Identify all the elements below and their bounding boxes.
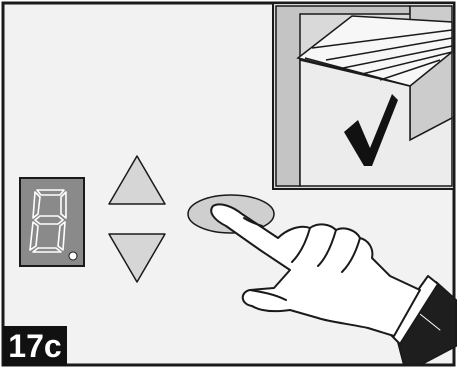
segment-g xyxy=(34,215,64,225)
segment-a xyxy=(36,189,65,196)
segment-c xyxy=(57,221,66,251)
pointing-hand-icon xyxy=(210,203,457,366)
hand xyxy=(210,203,421,337)
garage-door-slats xyxy=(296,15,453,87)
segment-e xyxy=(29,221,39,251)
step-number-badge: 17c xyxy=(3,326,67,366)
garage-door-inset xyxy=(272,2,455,190)
segment-b xyxy=(60,191,67,219)
check-mark-icon xyxy=(344,94,398,166)
up-button[interactable] xyxy=(108,155,166,205)
down-button[interactable] xyxy=(108,233,166,283)
decimal-point xyxy=(68,251,78,261)
seven-segment-display xyxy=(19,177,85,267)
segment-f xyxy=(32,191,41,219)
segment-d xyxy=(32,247,62,253)
